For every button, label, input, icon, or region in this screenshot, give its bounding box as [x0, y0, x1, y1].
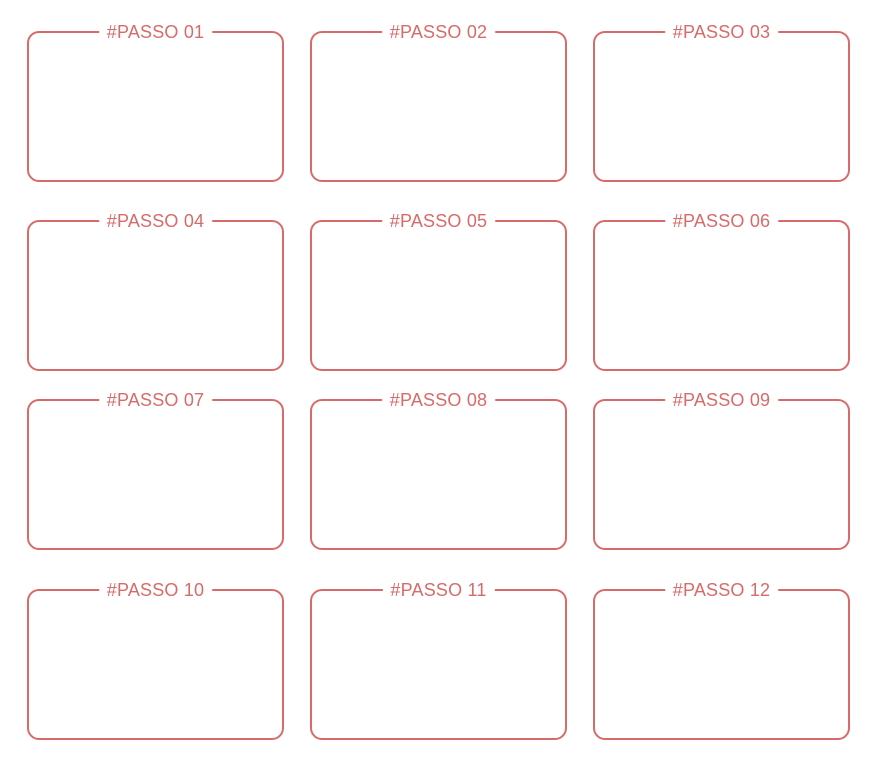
step-card-10: #PASSO 10	[27, 579, 284, 740]
step-label: #PASSO 05	[381, 210, 496, 232]
step-card-11: #PASSO 11	[310, 579, 567, 740]
step-label: #PASSO 03	[664, 21, 779, 43]
step-label: #PASSO 02	[381, 21, 496, 43]
step-card-04: #PASSO 04	[27, 210, 284, 371]
step-card-01: #PASSO 01	[27, 21, 284, 182]
step-label: #PASSO 06	[664, 210, 779, 232]
step-label: #PASSO 12	[664, 579, 779, 601]
step-card-12: #PASSO 12	[593, 579, 850, 740]
step-label: #PASSO 07	[98, 389, 213, 411]
step-card-05: #PASSO 05	[310, 210, 567, 371]
step-label: #PASSO 01	[98, 21, 213, 43]
step-card-03: #PASSO 03	[593, 21, 850, 182]
step-label: #PASSO 10	[98, 579, 213, 601]
step-card-02: #PASSO 02	[310, 21, 567, 182]
step-label: #PASSO 11	[382, 579, 495, 601]
step-label: #PASSO 04	[98, 210, 213, 232]
step-label: #PASSO 09	[664, 389, 779, 411]
step-card-06: #PASSO 06	[593, 210, 850, 371]
step-card-09: #PASSO 09	[593, 389, 850, 550]
step-card-07: #PASSO 07	[27, 389, 284, 550]
step-card-08: #PASSO 08	[310, 389, 567, 550]
step-label: #PASSO 08	[381, 389, 496, 411]
